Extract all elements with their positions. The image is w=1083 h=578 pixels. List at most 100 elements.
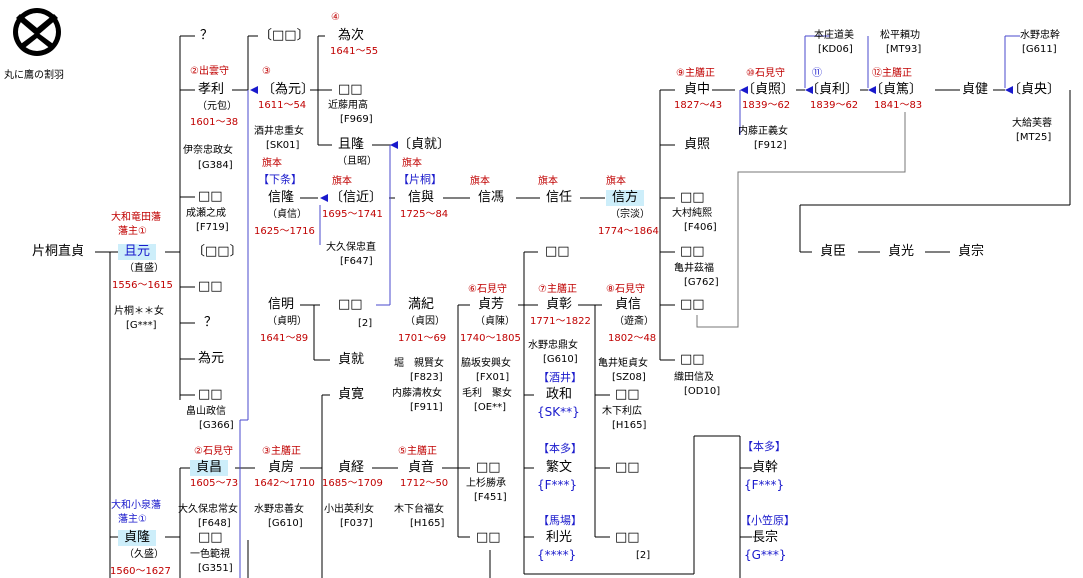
wife-oide: 小出英利女 xyxy=(324,504,374,515)
person-sadamasa: 貞昌 xyxy=(190,460,229,476)
code-sadamoto2: {F***} xyxy=(744,478,785,492)
alias-nobutaka: （貞信） xyxy=(267,209,307,220)
hatamoto-2: 旗本 xyxy=(332,176,352,187)
wife-code-takatoshi: [G384] xyxy=(198,160,233,171)
code-toshimitsu: {****} xyxy=(537,548,577,562)
person-takatoshi: 孝利 xyxy=(198,82,225,97)
person-unnamed-b1: □□ xyxy=(198,279,223,294)
title-sadanaka: ⑨主膳正 xyxy=(676,68,715,79)
person-nobuhyo: 信馮 xyxy=(478,190,505,205)
wife-tamemoto2: 酒井忠重女 xyxy=(254,126,304,137)
person-sadamoto2: 貞幹 xyxy=(752,460,779,475)
alias-sadayoshi: （貞陳） xyxy=(475,316,515,327)
person-tamemoto2: 〔為元〕 xyxy=(262,82,315,97)
wife-kinoshita2: 木下台福女 xyxy=(394,504,444,515)
person-unnamed-r4: □□ xyxy=(680,352,705,367)
branch-ogasawara: 【小笠原】 xyxy=(740,514,795,527)
person-unnamed-r2: □□ xyxy=(680,244,705,259)
person-sadayoshi: 貞芳 xyxy=(478,297,505,312)
dates-sadamoto: 1556～1615 xyxy=(112,280,173,291)
title-sadafusa: ③主膳正 xyxy=(262,446,301,457)
dates-tamemoto2: 1611～54 xyxy=(258,100,307,111)
person-unknown-2: ？ xyxy=(204,315,218,330)
wife-naito2: 内藤正義女 xyxy=(738,126,788,137)
wife-sadamoto: 片桐＊＊女 xyxy=(114,306,164,317)
wife-okubo2: 大久保忠常女 xyxy=(178,504,238,515)
person-unknown-1: ？ xyxy=(200,28,214,43)
adopter-matsudaira: 松平頼功 xyxy=(880,30,920,41)
wife-code-tamemoto2: [SK01] xyxy=(266,140,300,151)
person-tametsugu: 為次 xyxy=(338,28,365,43)
wife-mizuno3: 水野忠善女 xyxy=(254,504,304,515)
person-sadamoto: 且元 xyxy=(118,244,157,260)
wife-kamei: 亀井矩貞女 xyxy=(598,358,648,369)
code-nagamune: {G***} xyxy=(744,548,787,562)
person-sadateru-adopted: 〔貞照〕 xyxy=(742,82,795,97)
title-sadamasa: ②石見守 xyxy=(194,446,233,457)
spouse-code-oda: [OD10] xyxy=(684,386,721,397)
alias-mitsunori: （貞因） xyxy=(405,316,445,327)
dates-sadaaki: 1771～1822 xyxy=(530,316,591,327)
person-sadahisa: 〔貞央〕 xyxy=(1008,82,1061,97)
dates-nobuaki: 1641～89 xyxy=(260,333,309,344)
branch-honda2: 【本多】 xyxy=(742,440,786,453)
title-tatsuta-domain: 大和竜田藩 xyxy=(111,212,161,223)
person-masakazu: 政和 xyxy=(546,387,573,402)
crest-caption: 丸に鷹の割羽 xyxy=(4,70,64,81)
title-tatsuta-lord: 藩主① xyxy=(118,226,147,237)
dates-sadaatsu: 1841～83 xyxy=(874,100,923,111)
person-sadanaka: 貞中 xyxy=(684,82,711,97)
person-nagamune: 長宗 xyxy=(752,530,779,545)
title-koizumi-lord: 藩主① xyxy=(118,514,147,525)
person-unnamed-kondo: □□ xyxy=(338,82,363,97)
title-sadaoto: ⑤主膳正 xyxy=(398,446,437,457)
person-sadamune: 貞宗 xyxy=(958,244,985,259)
spouse-code-kamei2: [G762] xyxy=(684,277,719,288)
wife-code-hori: [F823] xyxy=(410,372,443,383)
dates-mitsunori: 1701～69 xyxy=(398,333,447,344)
wife-code-okubo2: [F648] xyxy=(198,518,231,529)
person-unnamed-tm: □□ xyxy=(615,460,640,475)
person-sadanari-adopted: 〔貞就〕 xyxy=(398,137,451,152)
alias-nobuaki: （貞明） xyxy=(267,316,307,327)
wife-mouri: 毛利 聚女 xyxy=(462,388,512,399)
branch-katagiri: 【片桐】 xyxy=(398,173,442,186)
wife-ohkyu: 大給芙蓉 xyxy=(1012,118,1052,129)
wife-code-oide: [F037] xyxy=(340,518,373,529)
person-nobutaka: 信隆 xyxy=(268,190,295,205)
person-sadatake: 貞健 xyxy=(962,82,989,97)
title-tamemoto2: ③ xyxy=(262,66,271,77)
person-sadataka2: 貞隆 xyxy=(118,530,157,546)
dates-sadaoto: 1712～50 xyxy=(400,478,449,489)
title-sadatoshi: ⑪ xyxy=(812,68,822,79)
wife-wakisaka: 脇坂安興女 xyxy=(461,358,511,369)
wife-code-wakisaka: [FX01] xyxy=(476,372,510,383)
dates-sadayoshi: 1740～1805 xyxy=(460,333,521,344)
dates-sadamasa: 1605～73 xyxy=(190,478,239,489)
hatamoto-4: 旗本 xyxy=(470,176,490,187)
person-nobutou: 信任 xyxy=(546,190,573,205)
person-sadafusa: 貞房 xyxy=(268,460,295,475)
person-sadaoto: 貞音 xyxy=(408,460,435,475)
person-unnamed-kin: □□ xyxy=(615,387,640,402)
person-tamemoto: 為元 xyxy=(198,351,225,366)
alias-sadamoto: （直盛） xyxy=(124,263,164,274)
spouse-code-narinari: [F719] xyxy=(196,222,229,233)
crest-hawk-feather-icon xyxy=(13,8,61,56)
note-tm2: [2] xyxy=(636,550,651,561)
spouse-code-isshiki: [G351] xyxy=(198,563,233,574)
title-sadayoshi: ⑥石見守 xyxy=(468,284,507,295)
person-nobukata: 信方 xyxy=(606,190,645,206)
spouse-hatakeyama: 畠山政信 xyxy=(186,406,226,417)
spouse-code-okubo: [F647] xyxy=(340,256,373,267)
wife-code-mouri: [OE**] xyxy=(474,402,506,413)
spouse-code-kondo: [F969] xyxy=(340,114,373,125)
wife-code-naito: [F911] xyxy=(410,402,443,413)
person-unnamed-r3: □□ xyxy=(680,297,705,312)
spouse-code-hatakeyama: [G366] xyxy=(199,420,234,431)
wife-code-mizuno3: [G610] xyxy=(268,518,303,529)
wife-takatoshi: 伊奈忠政女 xyxy=(183,145,233,156)
person-unnamed-low: □□ xyxy=(476,530,501,545)
hatamoto-1: 旗本 xyxy=(262,158,282,169)
